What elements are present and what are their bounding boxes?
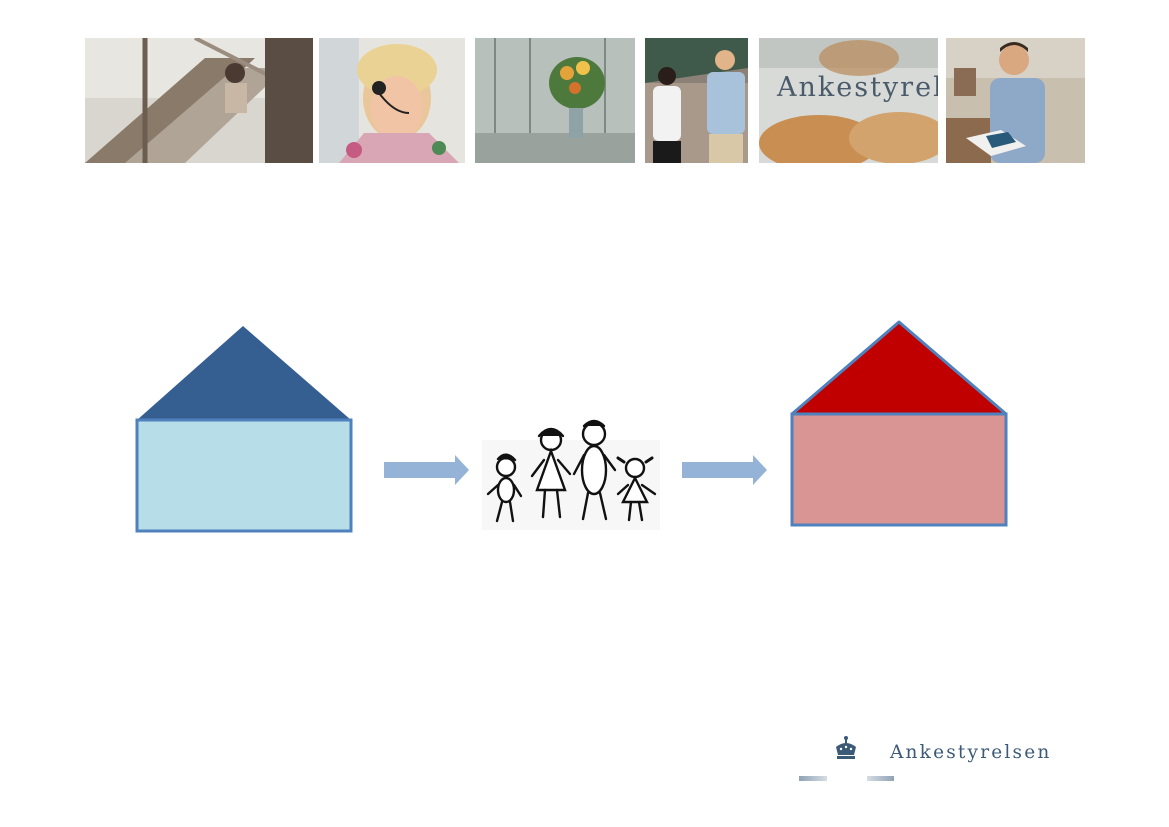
logo-wordmark: Ankestyrelsen bbox=[890, 742, 1052, 763]
left-house bbox=[135, 326, 353, 533]
photo-glass-sign: Ankestyrelsen bbox=[759, 38, 938, 163]
right-house-wall bbox=[790, 412, 1008, 527]
left-house-wall bbox=[135, 418, 353, 533]
photo-reading bbox=[946, 38, 1085, 163]
photo-lobby bbox=[475, 38, 635, 163]
crown-icon bbox=[836, 736, 856, 759]
right-house bbox=[790, 320, 1008, 527]
arrow-right-icon bbox=[682, 455, 767, 485]
left-house-roof bbox=[137, 326, 351, 420]
right-house-roof bbox=[790, 320, 1008, 416]
logo-bar-left bbox=[799, 776, 827, 781]
photo-stairs bbox=[85, 38, 313, 163]
glass-sign-text: Ankestyrelsen bbox=[777, 72, 938, 103]
arrow-right-icon bbox=[384, 455, 469, 485]
logo-bar-right bbox=[867, 776, 894, 781]
family-stick-figures-icon bbox=[482, 419, 660, 530]
photo-colleagues bbox=[645, 38, 748, 163]
photo-headset bbox=[319, 38, 465, 163]
